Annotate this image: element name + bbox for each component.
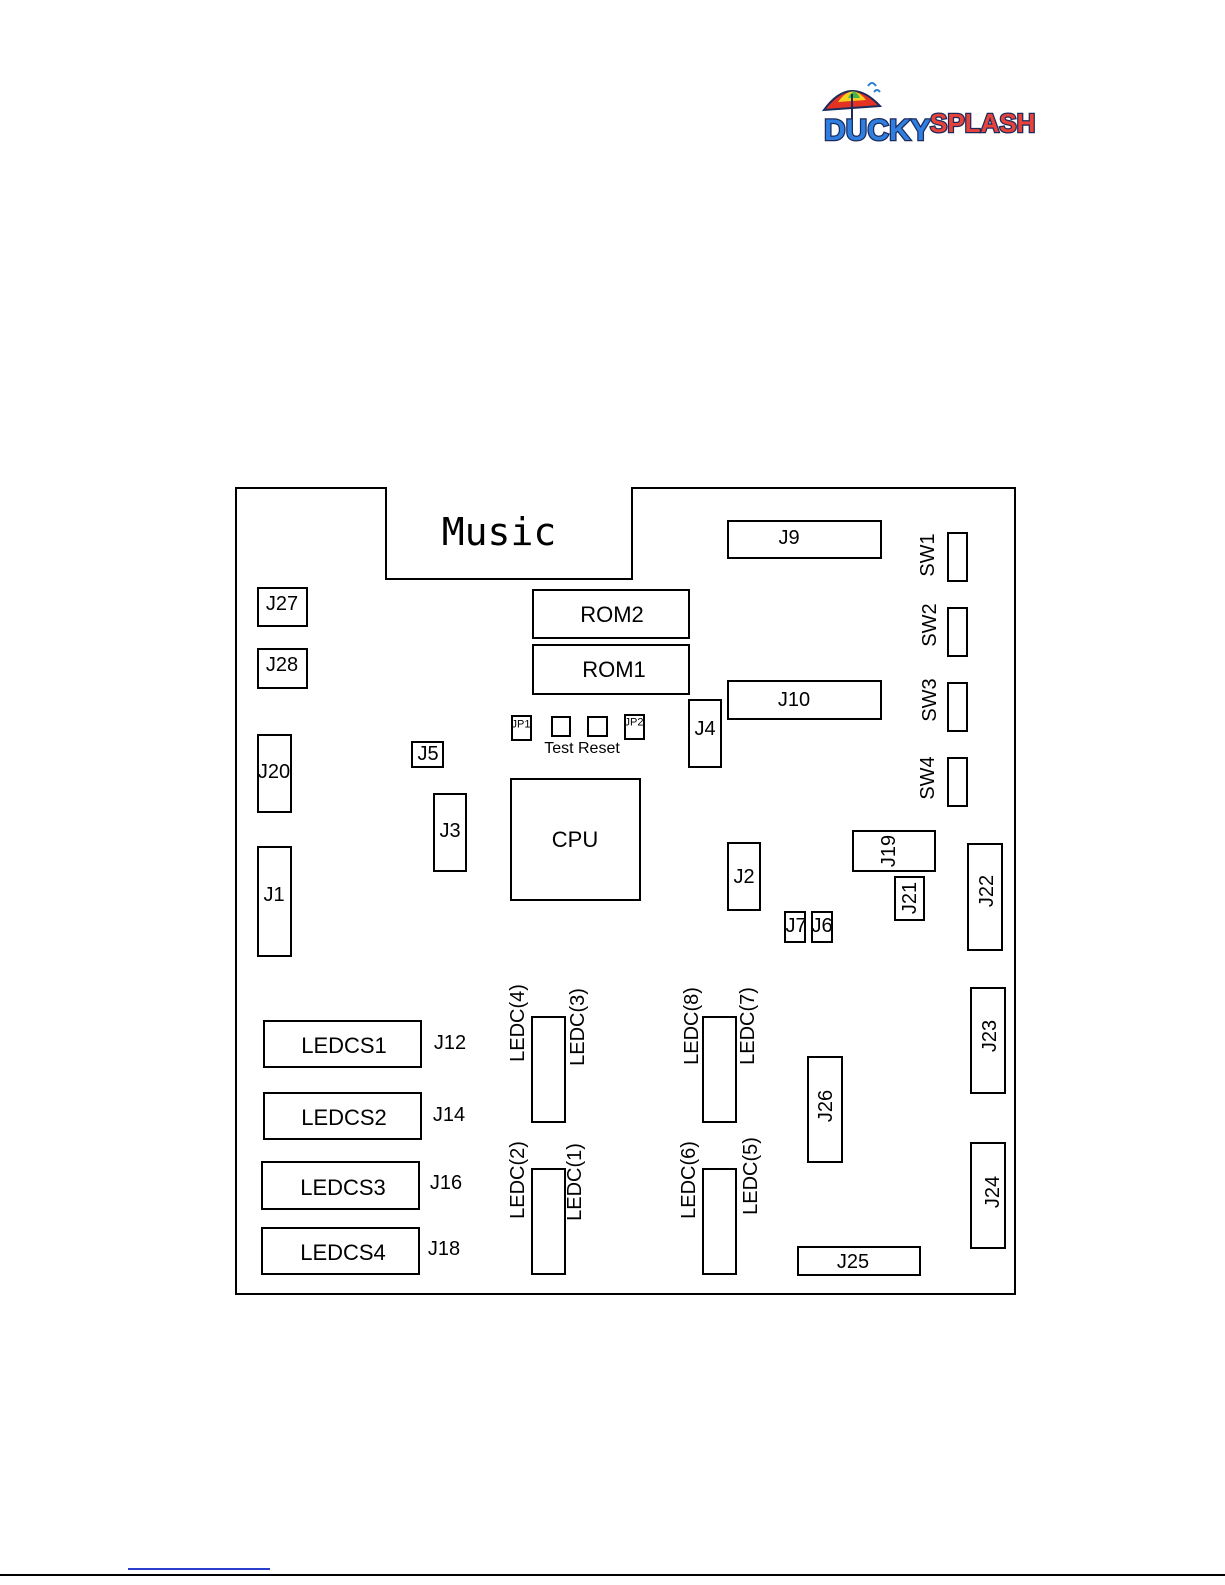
rom2-label: ROM2 bbox=[580, 604, 644, 626]
j12-label: J12 bbox=[434, 1033, 466, 1053]
j6-label: J6 bbox=[811, 916, 832, 936]
footer-rule bbox=[0, 1574, 1225, 1576]
j24-label: J24 bbox=[983, 1176, 1003, 1208]
j28-label: J28 bbox=[266, 655, 298, 675]
j9-connector bbox=[727, 520, 882, 559]
ledc2-label: LEDC(2) bbox=[508, 1141, 528, 1219]
j18-label: J18 bbox=[428, 1239, 460, 1259]
ledc6-label: LEDC(6) bbox=[679, 1141, 699, 1219]
j2-label: J2 bbox=[733, 867, 754, 887]
ledc8-label: LEDC(8) bbox=[682, 987, 702, 1065]
j3-label: J3 bbox=[439, 821, 460, 841]
ledcs4-label: LEDCS4 bbox=[300, 1242, 386, 1264]
j20-label: J20 bbox=[258, 762, 290, 782]
j9-label: J9 bbox=[778, 528, 799, 548]
ledc1-label: LEDC(1) bbox=[565, 1143, 585, 1221]
j10-label: J10 bbox=[778, 690, 810, 710]
test-button bbox=[551, 716, 571, 737]
ledc7-label: LEDC(7) bbox=[738, 987, 758, 1065]
ledcs1-label: LEDCS1 bbox=[301, 1035, 387, 1057]
ledcs2-label: LEDCS2 bbox=[301, 1107, 387, 1129]
logo-word-splash: SPLASH bbox=[930, 108, 1035, 138]
j16-label: J16 bbox=[430, 1173, 462, 1193]
j19-label: J19 bbox=[879, 835, 899, 867]
j1-label: J1 bbox=[263, 885, 284, 905]
logo-word-ducky: DUCKY bbox=[824, 114, 931, 147]
footer-link-underline[interactable] bbox=[128, 1568, 270, 1570]
ledc-8-7-connector bbox=[702, 1016, 737, 1123]
j7-label: J7 bbox=[785, 916, 806, 936]
j23-label: J23 bbox=[980, 1020, 1000, 1052]
j5-label: J5 bbox=[417, 744, 438, 764]
jp2-label: JP2 bbox=[625, 718, 644, 729]
j27-label: J27 bbox=[266, 594, 298, 614]
ledc3-label: LEDC(3) bbox=[568, 988, 588, 1066]
ledc-2-1-connector bbox=[531, 1168, 566, 1275]
j14-label: J14 bbox=[433, 1105, 465, 1125]
sw1-label: SW1 bbox=[918, 533, 938, 576]
sw3-switch bbox=[947, 682, 968, 732]
j26-label: J26 bbox=[816, 1090, 836, 1122]
sw2-label: SW2 bbox=[920, 603, 940, 646]
ledc-6-5-connector bbox=[702, 1168, 737, 1275]
sw4-switch bbox=[947, 757, 968, 807]
sw1-switch bbox=[947, 532, 968, 582]
sw3-label: SW3 bbox=[920, 678, 940, 721]
j25-label: J25 bbox=[837, 1252, 869, 1272]
ledc5-label: LEDC(5) bbox=[741, 1137, 761, 1215]
sw4-label: SW4 bbox=[918, 756, 938, 799]
cpu-label: CPU bbox=[552, 829, 598, 851]
jp1-label: JP1 bbox=[512, 720, 531, 731]
ledc-4-3-connector bbox=[531, 1016, 566, 1123]
music-label: Music bbox=[442, 513, 556, 551]
test-reset-label: Test Reset bbox=[544, 741, 620, 757]
j22-label: J22 bbox=[977, 875, 997, 907]
j21-label: J21 bbox=[900, 882, 920, 914]
ledc4-label: LEDC(4) bbox=[508, 984, 528, 1062]
ledcs3-label: LEDCS3 bbox=[300, 1177, 386, 1199]
j4-label: J4 bbox=[694, 719, 715, 739]
reset-button bbox=[587, 716, 608, 737]
ducky-splash-logo: DUCKY SPLASH bbox=[822, 76, 1062, 156]
sw2-switch bbox=[947, 607, 968, 657]
rom1-label: ROM1 bbox=[582, 659, 646, 681]
